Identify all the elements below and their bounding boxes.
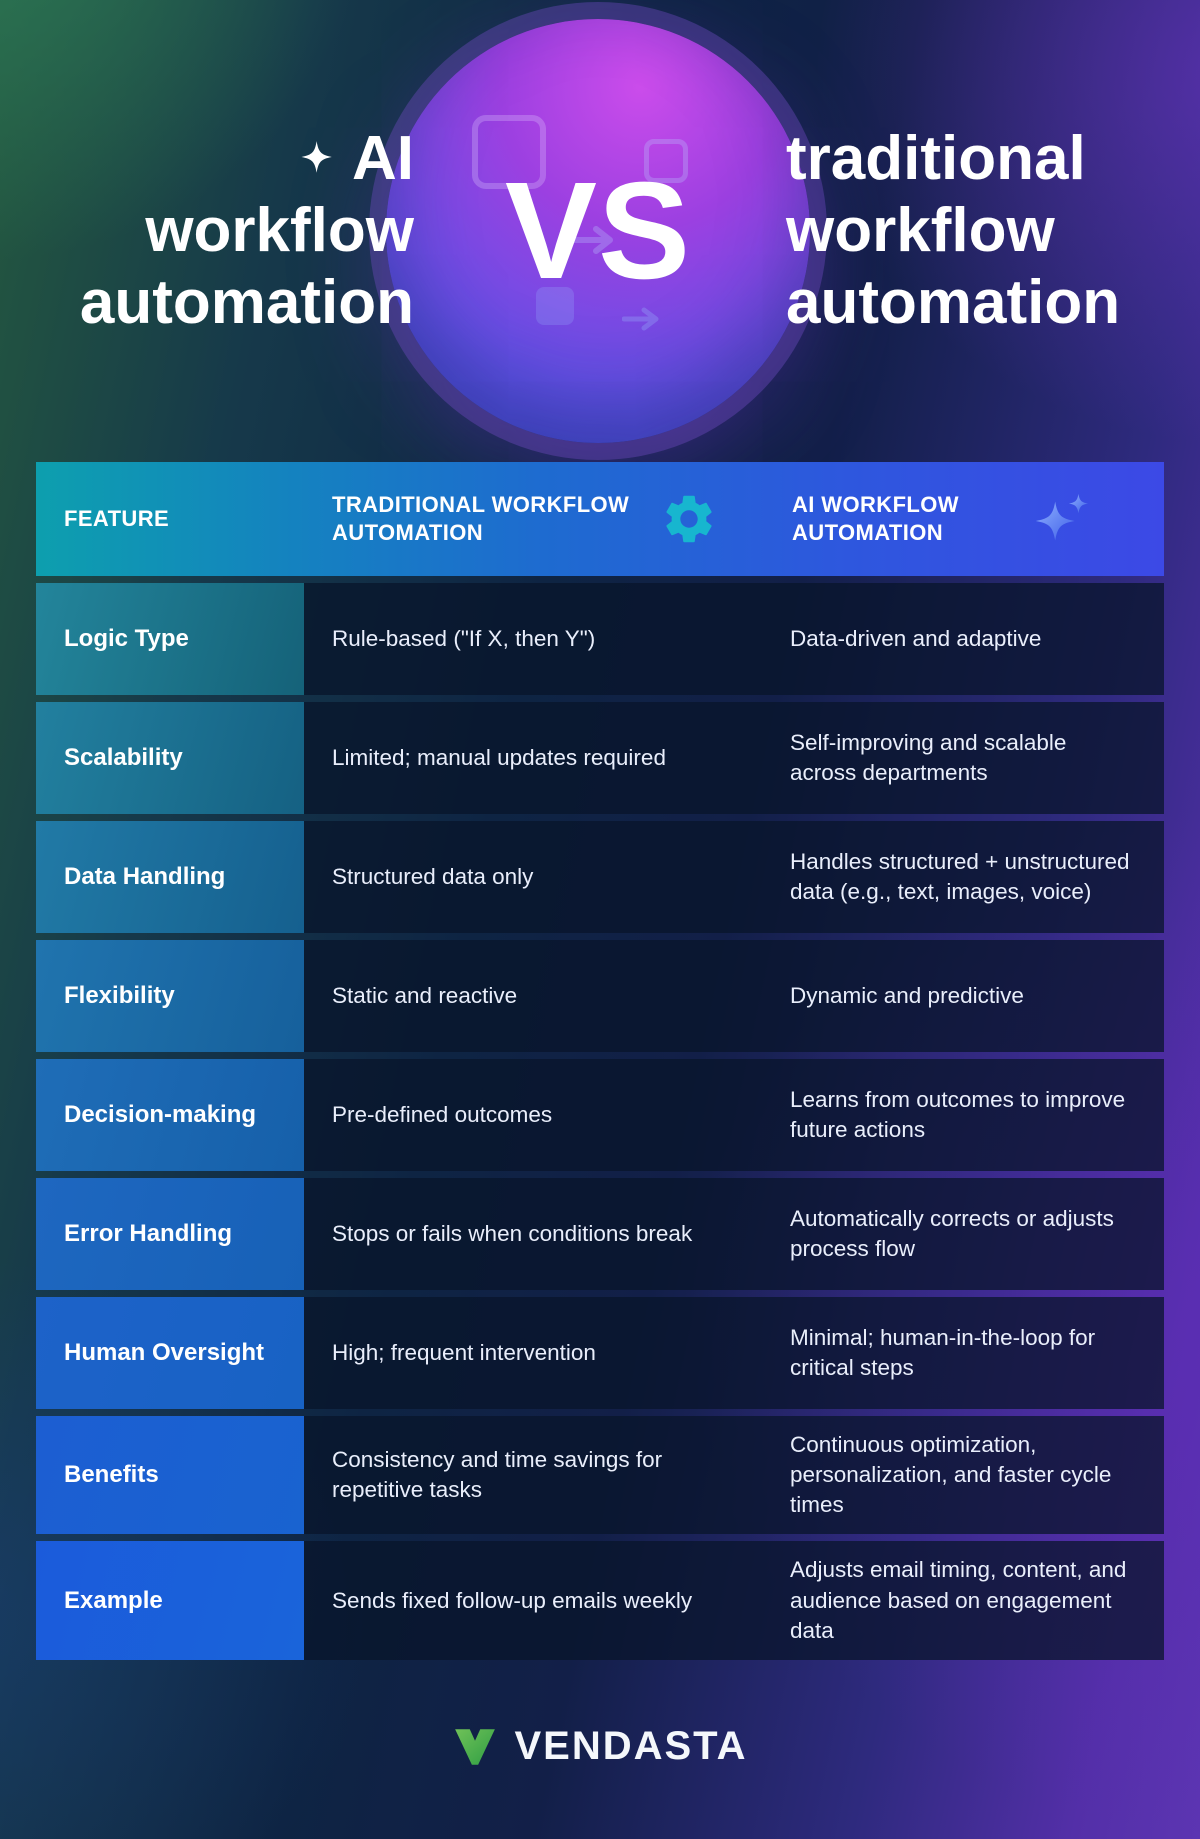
comparison-table: FEATURE TRADITIONAL WORKFLOW AUTOMATION … [36, 462, 1164, 1660]
feature-cell: Human Oversight [36, 1297, 304, 1409]
ai-value: Self-improving and scalable across depar… [790, 729, 1067, 785]
left-title-line-2: workflow [145, 196, 414, 266]
column-header-ai: AI WORKFLOW AUTOMATION [764, 488, 1164, 550]
left-title-line-1: AI [44, 123, 414, 195]
table-row: Data Handling Structured data only Handl… [36, 821, 1164, 933]
ai-value: Minimal; human-in-the-loop for critical … [790, 1324, 1096, 1380]
right-title: traditional workflow automation [776, 123, 1156, 339]
ai-value: Data-driven and adaptive [790, 625, 1042, 651]
gear-icon [666, 495, 712, 543]
traditional-value: Sends fixed follow-up emails weekly [332, 1587, 693, 1613]
feature-cell: Benefits [36, 1416, 304, 1535]
traditional-cell: Sends fixed follow-up emails weekly [304, 1541, 764, 1660]
sparkle-icon [1035, 493, 1089, 541]
ai-value: Dynamic and predictive [790, 982, 1024, 1008]
table-row: Benefits Consistency and time savings fo… [36, 1416, 1164, 1535]
ai-cell: Data-driven and adaptive [764, 583, 1164, 695]
feature-cell: Example [36, 1541, 304, 1660]
traditional-value: Stops or fails when conditions break [332, 1220, 693, 1246]
sparkle-icon [301, 141, 332, 173]
feature-label: Logic Type [64, 624, 189, 652]
brand-name: VENDASTA [514, 1724, 748, 1769]
traditional-value: Structured data only [332, 863, 534, 889]
ai-value: Adjusts email timing, content, and audie… [790, 1557, 1127, 1643]
traditional-header-label: TRADITIONAL WORKFLOW AUTOMATION [332, 491, 630, 545]
feature-cell: Data Handling [36, 821, 304, 933]
left-title: AI workflow automation [44, 123, 420, 339]
ai-value: Automatically corrects or adjusts proces… [790, 1205, 1114, 1261]
table-row: Human Oversight High; frequent intervent… [36, 1297, 1164, 1409]
ai-cell: Self-improving and scalable across depar… [764, 702, 1164, 814]
workflow-doodle-icon [472, 115, 546, 189]
ai-header-label: AI WORKFLOW AUTOMATION [792, 491, 959, 545]
arrow-doodle-icon [622, 307, 659, 331]
traditional-cell: Limited; manual updates required [304, 702, 764, 814]
feature-cell: Scalability [36, 702, 304, 814]
ai-value: Continuous optimization, personalization… [790, 1432, 1112, 1518]
traditional-cell: Rule-based ("If X, then Y") [304, 583, 764, 695]
feature-label: Data Handling [64, 862, 226, 890]
ai-cell: Adjusts email timing, content, and audie… [764, 1541, 1164, 1660]
feature-label: Decision-making [64, 1100, 257, 1128]
traditional-value: Rule-based ("If X, then Y") [332, 625, 596, 651]
table-row: Logic Type Rule-based ("If X, then Y") D… [36, 583, 1164, 695]
ai-cell: Automatically corrects or adjusts proces… [764, 1178, 1164, 1290]
feature-cell: Error Handling [36, 1178, 304, 1290]
column-header-feature: FEATURE [64, 505, 170, 531]
feature-cell: Decision-making [36, 1059, 304, 1171]
hero: AI workflow automation VS traditional wo… [0, 0, 1200, 462]
workflow-doodle-icon [536, 287, 574, 325]
feature-label: Error Handling [64, 1219, 233, 1247]
traditional-cell: Pre-defined outcomes [304, 1059, 764, 1171]
table-body: Logic Type Rule-based ("If X, then Y") D… [36, 583, 1164, 1660]
table-header: FEATURE TRADITIONAL WORKFLOW AUTOMATION … [36, 462, 1164, 576]
traditional-cell: Structured data only [304, 821, 764, 933]
feature-label: Flexibility [64, 981, 175, 1009]
feature-cell: Logic Type [36, 583, 304, 695]
arrow-doodle-icon [564, 226, 613, 254]
left-title-line-3: automation [79, 267, 414, 337]
table-row: Scalability Limited; manual updates requ… [36, 702, 1164, 814]
table-row: Decision-making Pre-defined outcomes Lea… [36, 1059, 1164, 1171]
traditional-value: Limited; manual updates required [332, 744, 666, 770]
ai-cell: Learns from outcomes to improve future a… [764, 1059, 1164, 1171]
column-header-traditional: TRADITIONAL WORKFLOW AUTOMATION [304, 490, 764, 548]
ai-cell: Handles structured + unstructured data (… [764, 821, 1164, 933]
workflow-doodle-icon [644, 139, 688, 183]
table-row: Flexibility Static and reactive Dynamic … [36, 940, 1164, 1052]
traditional-cell: High; frequent intervention [304, 1297, 764, 1409]
feature-label: Human Oversight [64, 1338, 265, 1366]
feature-label: Example [64, 1586, 163, 1614]
vs-circle: VS [386, 19, 810, 443]
traditional-value: Static and reactive [332, 982, 518, 1008]
ai-cell: Continuous optimization, personalization… [764, 1416, 1164, 1535]
feature-cell: Flexibility [36, 940, 304, 1052]
ai-cell: Dynamic and predictive [764, 940, 1164, 1052]
ai-value: Handles structured + unstructured data (… [790, 848, 1130, 904]
feature-label: Benefits [64, 1461, 159, 1489]
vendasta-v-icon [455, 1729, 496, 1765]
traditional-value: Consistency and time savings for repetit… [332, 1447, 663, 1503]
traditional-cell: Stops or fails when conditions break [304, 1178, 764, 1290]
ai-cell: Minimal; human-in-the-loop for critical … [764, 1297, 1164, 1409]
ai-value: Learns from outcomes to improve future a… [790, 1086, 1126, 1142]
left-title-word: AI [352, 124, 414, 194]
traditional-cell: Static and reactive [304, 940, 764, 1052]
right-title-line-2: workflow [786, 196, 1055, 266]
vs-text: VS [504, 153, 692, 308]
footer: VENDASTA [0, 1724, 1200, 1770]
traditional-cell: Consistency and time savings for repetit… [304, 1416, 764, 1535]
table-row: Example Sends fixed follow-up emails wee… [36, 1541, 1164, 1660]
table-row: Error Handling Stops or fails when condi… [36, 1178, 1164, 1290]
right-title-line-1: traditional [786, 124, 1086, 194]
right-title-line-3: automation [786, 267, 1121, 337]
traditional-value: Pre-defined outcomes [332, 1101, 553, 1127]
traditional-value: High; frequent intervention [332, 1339, 596, 1365]
feature-label: Scalability [64, 743, 183, 771]
